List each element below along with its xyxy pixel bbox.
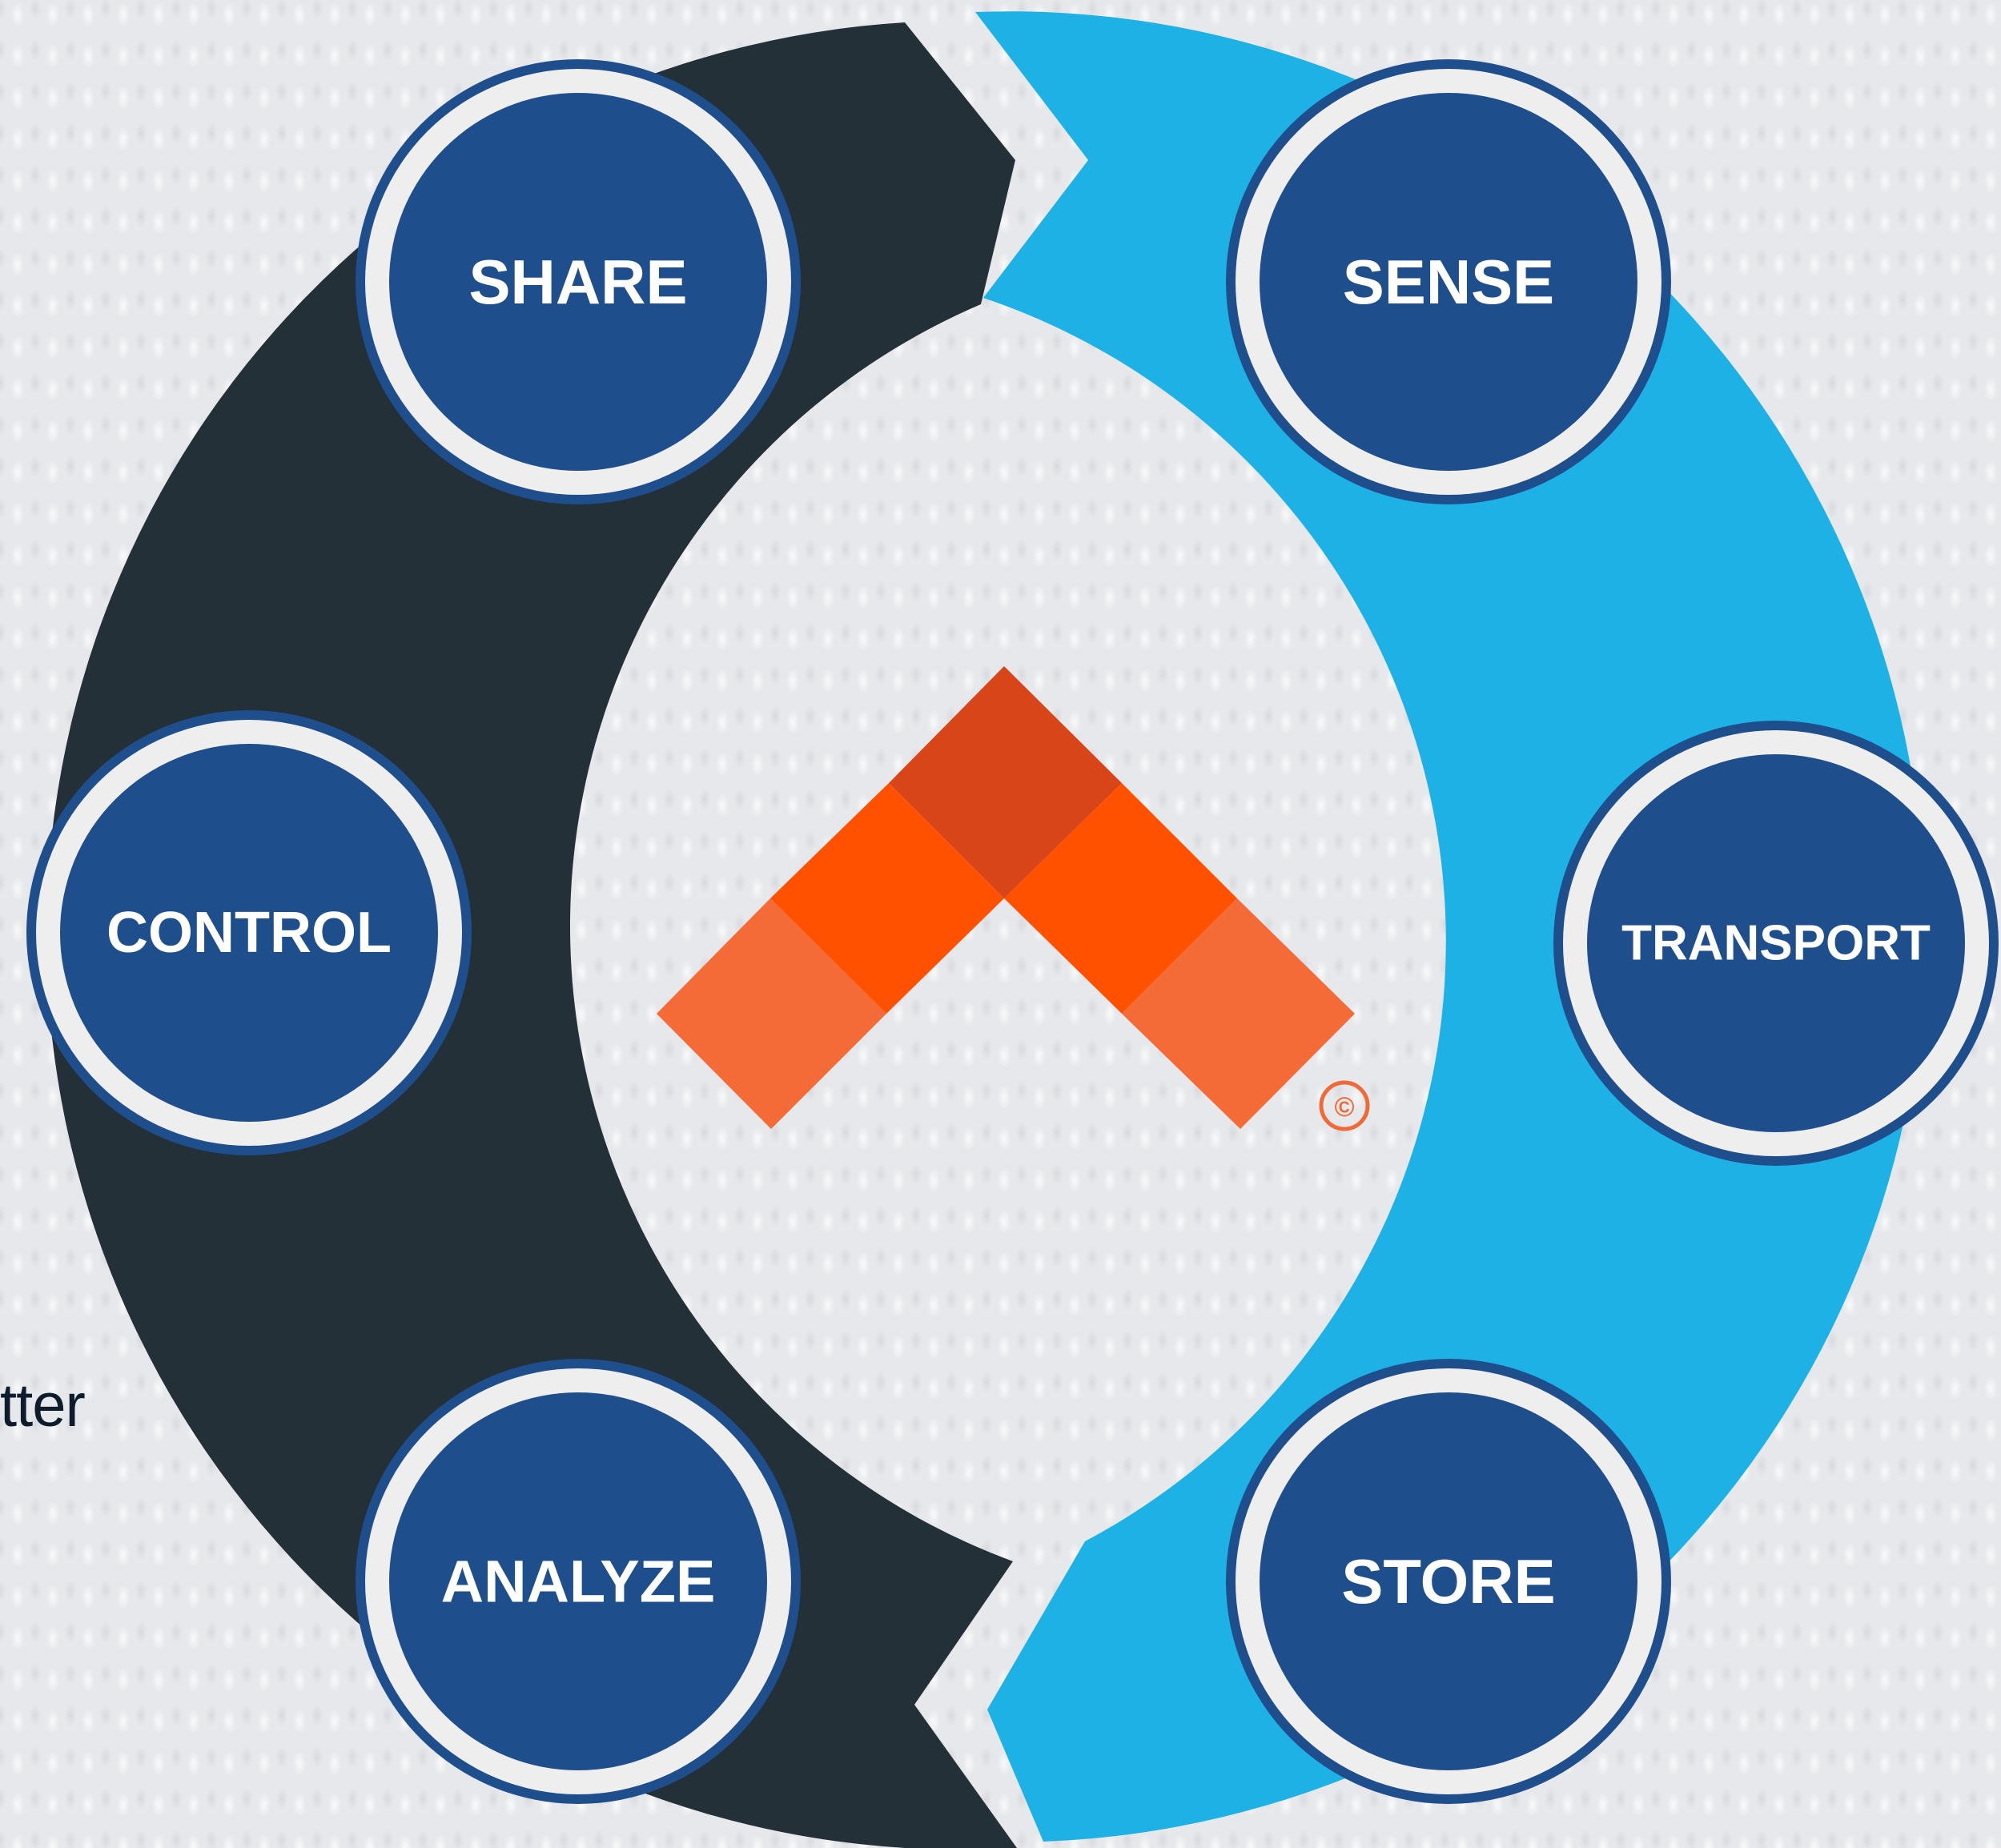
node-analyze-disc <box>389 1392 767 1770</box>
logo-left-inner <box>770 783 1004 1014</box>
node-analyze-label: ANALYZE <box>441 1549 716 1615</box>
node-transport-disc <box>1587 754 1965 1132</box>
node-share-label: SHARE <box>468 247 687 317</box>
node-share[interactable]: SHARE <box>356 59 801 504</box>
logo-apex <box>889 666 1122 898</box>
node-store-disc <box>1260 1392 1637 1770</box>
node-control-disc <box>60 744 438 1122</box>
node-sense-disc <box>1260 93 1637 471</box>
node-sense[interactable]: SENSE <box>1226 59 1671 504</box>
copyright-symbol-ring <box>1319 1080 1370 1131</box>
logo-left-outer <box>657 898 886 1129</box>
logo-right-outer <box>1122 898 1355 1129</box>
light-cycle-arc <box>975 11 1925 1842</box>
logo-mark <box>657 666 1355 1129</box>
node-transport-label: TRANSPORT <box>1621 916 1931 971</box>
node-control-label: CONTROL <box>106 901 392 965</box>
node-control[interactable]: CONTROL <box>26 710 472 1155</box>
copyright-symbol: © <box>1334 1092 1354 1123</box>
node-sense-label: SENSE <box>1343 247 1554 317</box>
node-transport[interactable]: TRANSPORT <box>1553 721 1999 1166</box>
truncated-side-text: tter <box>0 1372 86 1440</box>
dark-cycle-arc <box>46 22 1017 1848</box>
node-analyze[interactable]: ANALYZE <box>356 1359 801 1804</box>
node-store[interactable]: STORE <box>1226 1359 1671 1804</box>
logo-right-inner <box>1004 783 1237 1014</box>
node-share-disc <box>389 93 767 471</box>
node-store-label: STORE <box>1341 1546 1555 1617</box>
